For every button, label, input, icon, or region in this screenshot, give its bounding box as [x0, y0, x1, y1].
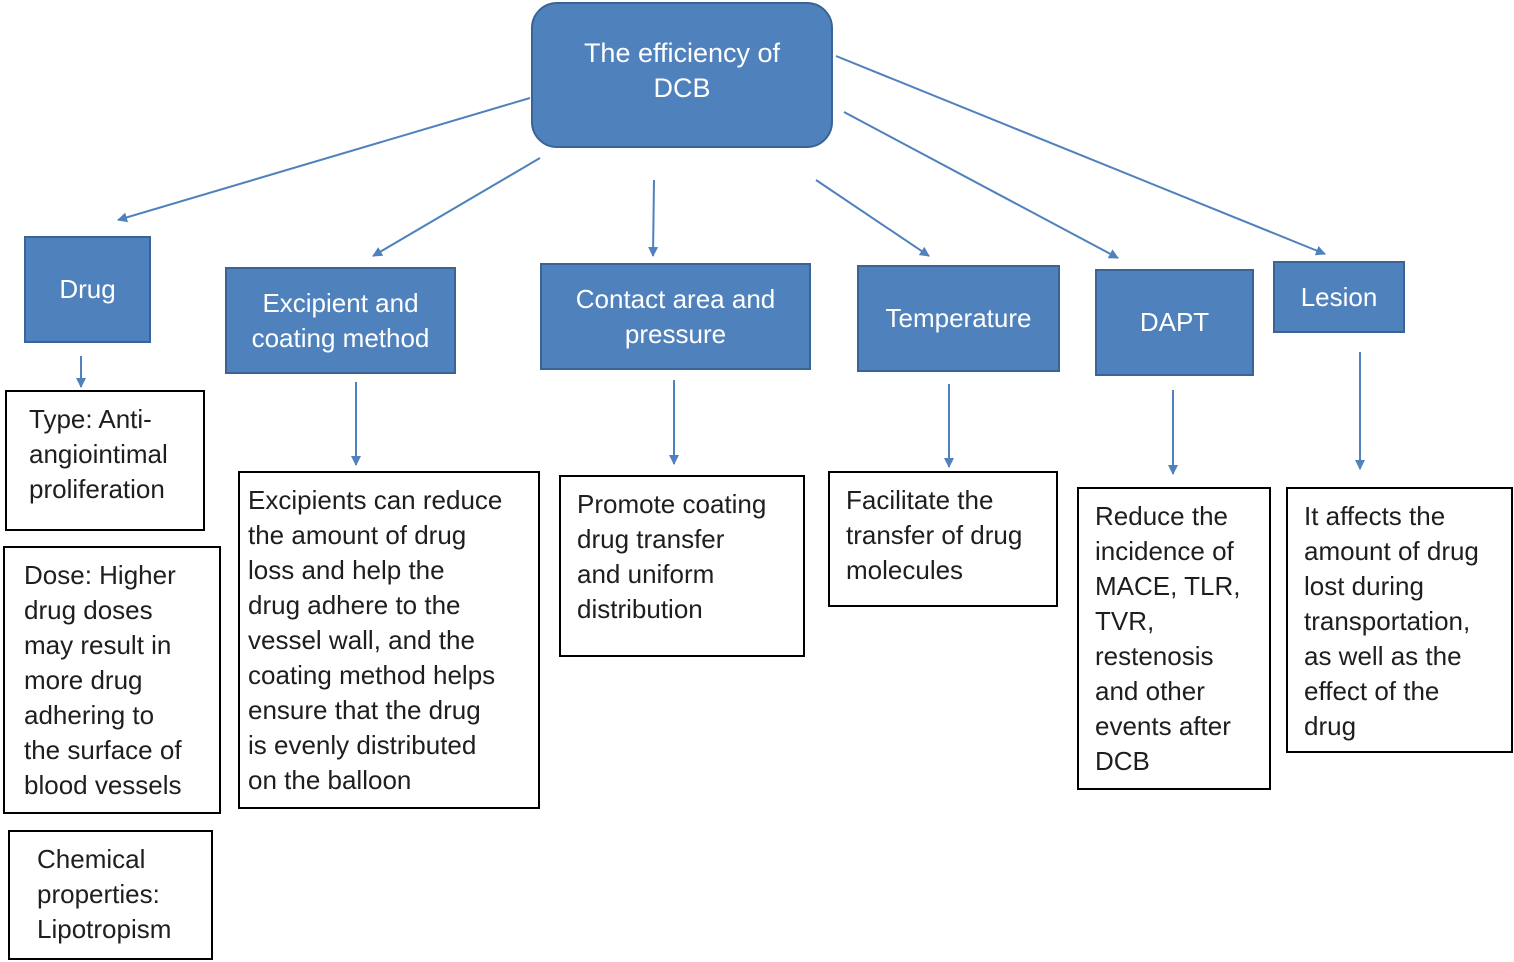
desc-temperature: Facilitate the transfer of drug molecule… [828, 471, 1058, 607]
category-excipient-coating: Excipient and coating method [225, 267, 456, 374]
desc-excipient: Excipients can reduce the amount of drug… [238, 471, 540, 809]
arrow-root-to-contact [648, 179, 659, 257]
desc-dapt: Reduce the incidence of MACE, TLR, TVR, … [1077, 487, 1271, 790]
category-contact-pressure: Contact area and pressure [540, 263, 811, 370]
category-lesion: Lesion [1273, 261, 1405, 333]
category-lesion-label: Lesion [1300, 281, 1378, 312]
category-temperature: Temperature [857, 265, 1060, 372]
arrow-root-to-excipient [372, 157, 541, 257]
category-temperature-label: Temperature [885, 303, 1032, 333]
root-node-dcb-efficiency: The efficiency of DCB [531, 2, 833, 148]
category-dapt: DAPT [1095, 269, 1254, 376]
category-dapt-label: DAPT [1139, 307, 1210, 337]
category-contact-label: Contact area and pressure [575, 283, 776, 349]
desc-contact: Promote coating drug transfer and unifor… [559, 475, 805, 657]
root-node-label: The efficiency of DCB [583, 38, 781, 103]
category-drug-label: Drug [59, 274, 116, 304]
category-excipient-label: Excipient and coating method [251, 287, 430, 353]
arrow-root-to-drug [117, 97, 531, 223]
arrow-root-to-dapt [843, 111, 1119, 259]
arrow-root-to-lesion [835, 55, 1326, 256]
category-drug: Drug [24, 236, 151, 343]
desc-drug-dose: Dose: Higher drug doses may result in mo… [3, 546, 221, 814]
desc-drug-chemical: Chemical properties: Lipotropism [8, 830, 213, 960]
desc-drug-type: Type: Anti- angiointimal proliferation [5, 390, 205, 531]
arrow-root-to-temperature [815, 179, 930, 257]
desc-lesion: It affects the amount of drug lost durin… [1286, 487, 1513, 753]
